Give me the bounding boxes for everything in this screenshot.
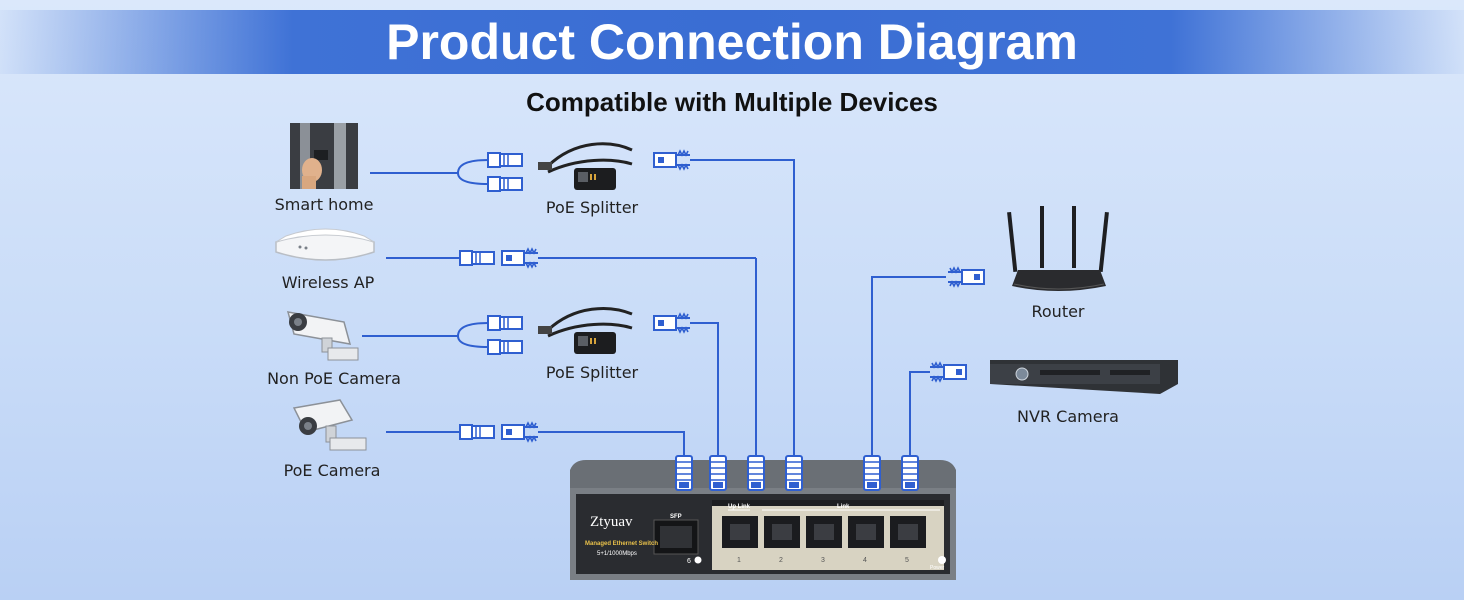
nvr-icon bbox=[990, 360, 1178, 394]
poe-splitter-label: PoE Splitter bbox=[545, 198, 639, 217]
poe-camera-label: PoE Camera bbox=[283, 461, 381, 480]
wireless-ap-icon bbox=[275, 228, 375, 261]
sfp-port-number: 6 bbox=[687, 558, 691, 565]
poe-camera-icon bbox=[292, 399, 367, 451]
port-number: 3 bbox=[821, 557, 825, 564]
port-number: 5 bbox=[905, 557, 909, 564]
nvr-camera-label: NVR Camera bbox=[1017, 407, 1119, 426]
non-poe-camera-label: Non PoE Camera bbox=[267, 369, 401, 388]
switch-brand: Ztyuav bbox=[590, 514, 633, 530]
smart-home-icon bbox=[290, 123, 358, 189]
page-title: Product Connection Diagram bbox=[386, 14, 1078, 70]
port-number: 4 bbox=[863, 557, 867, 564]
poe-splitter-label: PoE Splitter bbox=[545, 363, 639, 382]
port-number: 2 bbox=[779, 557, 783, 564]
smart-home-label: Smart home bbox=[274, 195, 374, 214]
cables bbox=[362, 159, 946, 456]
sfp-label: SFP bbox=[670, 514, 682, 520]
cable-connectors bbox=[459, 150, 985, 442]
switch-front-panel bbox=[653, 509, 946, 564]
power-label: Power bbox=[930, 565, 945, 571]
poe-splitter-icon bbox=[538, 307, 633, 354]
page-subtitle: Compatible with Multiple Devices bbox=[526, 87, 938, 117]
switch-speed: 5+1/1000Mbps bbox=[597, 551, 637, 557]
poe-splitter-icon bbox=[538, 142, 633, 190]
link-label: Link bbox=[837, 504, 850, 510]
non-poe-camera-icon bbox=[286, 311, 359, 361]
router-label: Router bbox=[1031, 302, 1085, 321]
uplink-label: Up Link bbox=[728, 504, 751, 510]
wireless-ap-label: Wireless AP bbox=[281, 273, 375, 292]
router-icon bbox=[1007, 206, 1109, 291]
switch-model: Managed Ethernet Switch bbox=[585, 541, 658, 547]
title-banner bbox=[0, 10, 1464, 74]
port-number: 1 bbox=[737, 557, 741, 564]
